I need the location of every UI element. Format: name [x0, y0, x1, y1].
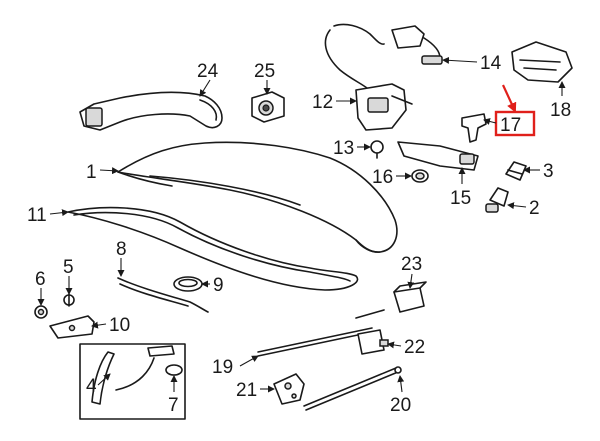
callout-25: 25	[254, 61, 275, 82]
callout-13: 13	[333, 138, 354, 159]
callout-2: 2	[529, 198, 540, 219]
part-9-ring	[173, 276, 203, 292]
part-22-connector	[357, 329, 389, 355]
callout-8: 8	[116, 239, 127, 260]
part-17-switch	[461, 113, 487, 143]
callout-24: 24	[197, 61, 219, 82]
callout-18: 18	[550, 100, 571, 121]
part-8-release-rod	[117, 277, 209, 313]
callout-4: 4	[86, 376, 97, 397]
callout-7: 7	[168, 395, 179, 416]
highlight-box	[494, 110, 536, 137]
part-14-actuator	[391, 25, 443, 65]
part-23-cover	[393, 281, 427, 313]
part-18-module	[511, 41, 573, 83]
part-15-striker-bracket	[397, 141, 479, 171]
part-10-bracket	[49, 315, 95, 339]
part-6-nut	[34, 305, 48, 319]
part-25-camera	[251, 91, 285, 123]
callout-22: 22	[404, 337, 425, 358]
callout-10: 10	[109, 315, 130, 336]
callout-17: 17	[500, 115, 521, 136]
part-2-bumper-stop	[485, 187, 509, 213]
highlight-arrow	[502, 84, 517, 113]
callout-5: 5	[63, 257, 74, 278]
part-24-hinge-bracket	[79, 91, 223, 131]
callout-11: 11	[27, 205, 47, 226]
callout-16: 16	[372, 167, 393, 188]
part-20-rod	[303, 366, 402, 411]
part-4-handle-assembly	[79, 343, 186, 420]
callout-21: 21	[236, 380, 257, 401]
part-16-grommet	[411, 169, 429, 183]
part-1-trunk-lid	[117, 141, 398, 253]
highlight-indicator	[483, 84, 536, 137]
callout-12: 12	[312, 92, 333, 113]
callout-20: 20	[390, 395, 411, 416]
part-21-plate	[273, 373, 305, 405]
callout-15: 15	[450, 188, 471, 209]
part-5-bolt	[63, 293, 75, 307]
callout-6: 6	[35, 269, 46, 290]
callout-1: 1	[86, 162, 97, 183]
part-3-plug	[505, 161, 527, 181]
part-19-strut	[257, 309, 385, 357]
part-11-weatherstrip	[67, 206, 359, 291]
part-7-cap	[165, 364, 183, 376]
part-12-latch	[324, 23, 413, 131]
callout-3: 3	[543, 161, 554, 182]
callout-labels: 1 2 3 4 5 6 7 8 9 10 11 12 13 14 15 16 1…	[27, 53, 571, 416]
callout-9: 9	[213, 275, 224, 296]
part-13-bolt	[370, 140, 384, 159]
callout-19: 19	[212, 357, 233, 378]
leader-lines	[37, 56, 566, 393]
callout-23: 23	[401, 254, 422, 275]
callout-14: 14	[480, 53, 502, 74]
